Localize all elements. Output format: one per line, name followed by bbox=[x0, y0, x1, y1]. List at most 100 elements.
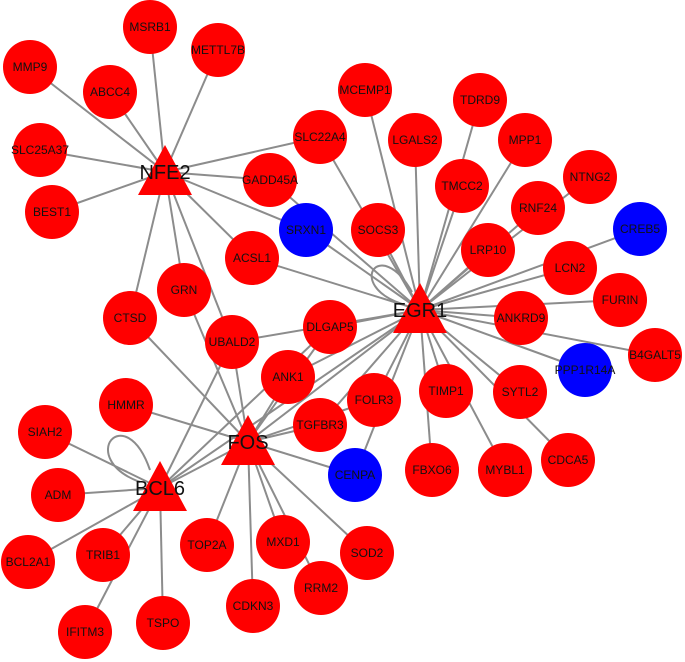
node-bcl2a1: BCL2A1 bbox=[1, 535, 55, 589]
self-loop-egr1 bbox=[370, 264, 413, 305]
node-mxd1: MXD1 bbox=[256, 515, 310, 569]
node-mybl1-label: MYBL1 bbox=[485, 463, 525, 477]
node-ntng2-circle bbox=[563, 150, 617, 204]
node-tdrd9-circle bbox=[453, 73, 507, 127]
node-lrp10: LRP10 bbox=[461, 223, 515, 277]
node-abcc4-label: ABCC4 bbox=[90, 85, 130, 99]
node-tgfbr3-label: TGFBR3 bbox=[296, 418, 344, 432]
node-srxn1: SRXN1 bbox=[279, 203, 333, 257]
node-sod2-circle bbox=[340, 526, 394, 580]
node-tdrd9-label: TDRD9 bbox=[460, 93, 500, 107]
hub-egr1-label: EGR1 bbox=[393, 300, 447, 322]
node-acsl1: ACSL1 bbox=[225, 231, 279, 285]
edge-egr1-gadd45a bbox=[269, 179, 421, 311]
node-mpp1-label: MPP1 bbox=[509, 133, 542, 147]
node-acsl1-label: ACSL1 bbox=[233, 251, 271, 265]
node-msrb1-label: MSRB1 bbox=[129, 20, 171, 34]
node-slc22a4-circle bbox=[293, 110, 347, 164]
hub-egr1: EGR1 bbox=[393, 283, 447, 333]
node-mettl7b-circle bbox=[191, 23, 245, 77]
node-hmmr: HMMR bbox=[99, 378, 153, 432]
hub-egr1-triangle bbox=[393, 283, 447, 333]
node-best1: BEST1 bbox=[25, 185, 79, 239]
node-sytl2-circle bbox=[493, 365, 547, 419]
node-cenpa: CENPA bbox=[328, 448, 382, 502]
node-tmcc2-label: TMCC2 bbox=[441, 179, 483, 193]
node-mmp9-circle bbox=[3, 40, 57, 94]
edge-egr1-mcemp1 bbox=[364, 89, 421, 311]
node-ank1-label: ANK1 bbox=[272, 370, 304, 384]
edge-nfe2-mmp9 bbox=[29, 66, 166, 173]
node-tdrd9: TDRD9 bbox=[453, 73, 507, 127]
node-dlgap5-label: DLGAP5 bbox=[306, 320, 354, 334]
node-lcn2: LCN2 bbox=[543, 241, 597, 295]
node-cenpa-label: CENPA bbox=[335, 468, 375, 482]
node-tmcc2: TMCC2 bbox=[435, 159, 489, 213]
node-grn: GRN bbox=[157, 263, 211, 317]
node-ppp1r14a-label: PPP1R14A bbox=[555, 363, 616, 377]
node-ubald2-circle bbox=[205, 315, 259, 369]
node-tgfbr3: TGFBR3 bbox=[293, 398, 347, 452]
edge-egr1-mpp1 bbox=[419, 139, 526, 311]
node-ntng2: NTNG2 bbox=[563, 150, 617, 204]
node-mxd1-label: MXD1 bbox=[266, 535, 300, 549]
node-dlgap5: DLGAP5 bbox=[303, 300, 357, 354]
node-ifitm3-circle bbox=[58, 605, 112, 659]
node-b4galt5-label: B4GALT5 bbox=[629, 348, 681, 362]
node-slc22a4: SLC22A4 bbox=[293, 110, 347, 164]
node-tmcc2-circle bbox=[435, 159, 489, 213]
hub-nfe2: NFE2 bbox=[138, 145, 192, 195]
node-siah2-circle bbox=[18, 405, 72, 459]
node-ctsd: CTSD bbox=[103, 291, 157, 345]
node-lcn2-label: LCN2 bbox=[555, 261, 586, 275]
node-trib1: TRIB1 bbox=[76, 528, 130, 582]
node-slc25a37-circle bbox=[13, 123, 67, 177]
node-dlgap5-circle bbox=[303, 300, 357, 354]
node-cdca5-label: CDCA5 bbox=[548, 453, 589, 467]
node-socs3: SOCS3 bbox=[351, 203, 405, 257]
node-adm-label: ADM bbox=[45, 488, 72, 502]
self-loop-bcl6 bbox=[107, 434, 151, 483]
node-folr3-circle bbox=[347, 373, 401, 427]
node-mpp1: MPP1 bbox=[498, 113, 552, 167]
node-abcc4-circle bbox=[83, 65, 137, 119]
node-b4galt5-circle bbox=[628, 328, 682, 382]
node-sod2-label: SOD2 bbox=[351, 546, 384, 560]
node-tspo: TSPO bbox=[136, 596, 190, 650]
node-ppp1r14a: PPP1R14A bbox=[555, 343, 616, 397]
node-bcl2a1-circle bbox=[1, 535, 55, 589]
node-bcl2a1-label: BCL2A1 bbox=[6, 555, 51, 569]
node-ankrd9-circle bbox=[494, 291, 548, 345]
node-best1-label: BEST1 bbox=[33, 205, 71, 219]
node-acsl1-circle bbox=[225, 231, 279, 285]
node-ifitm3-label: IFITM3 bbox=[66, 625, 104, 639]
node-adm: ADM bbox=[31, 468, 85, 522]
node-trib1-circle bbox=[76, 528, 130, 582]
node-fbxo6-label: FBXO6 bbox=[412, 463, 452, 477]
node-lrp10-label: LRP10 bbox=[470, 243, 507, 257]
node-lcn2-circle bbox=[543, 241, 597, 295]
node-lgals2-circle bbox=[388, 113, 442, 167]
node-sytl2: SYTL2 bbox=[493, 365, 547, 419]
hub-fos: FOS bbox=[221, 415, 275, 465]
hub-fos-triangle bbox=[221, 415, 275, 465]
node-hmmr-circle bbox=[99, 378, 153, 432]
node-mcemp1: MCEMP1 bbox=[338, 63, 392, 117]
hub-nfe2-triangle bbox=[138, 145, 192, 195]
node-sod2: SOD2 bbox=[340, 526, 394, 580]
node-ntng2-label: NTNG2 bbox=[570, 170, 611, 184]
node-sytl2-label: SYTL2 bbox=[502, 385, 539, 399]
node-lrp10-circle bbox=[461, 223, 515, 277]
edge-fos-rrm2 bbox=[247, 441, 322, 589]
node-tgfbr3-circle bbox=[293, 398, 347, 452]
node-lgals2: LGALS2 bbox=[388, 113, 442, 167]
node-rnf24-label: RNF24 bbox=[519, 201, 557, 215]
node-creb5-circle bbox=[613, 202, 667, 256]
node-mybl1: MYBL1 bbox=[478, 443, 532, 497]
node-rrm2: RRM2 bbox=[294, 561, 348, 615]
node-ifitm3: IFITM3 bbox=[58, 605, 112, 659]
hub-bcl6: BCL6 bbox=[133, 461, 187, 511]
node-adm-circle bbox=[31, 468, 85, 522]
